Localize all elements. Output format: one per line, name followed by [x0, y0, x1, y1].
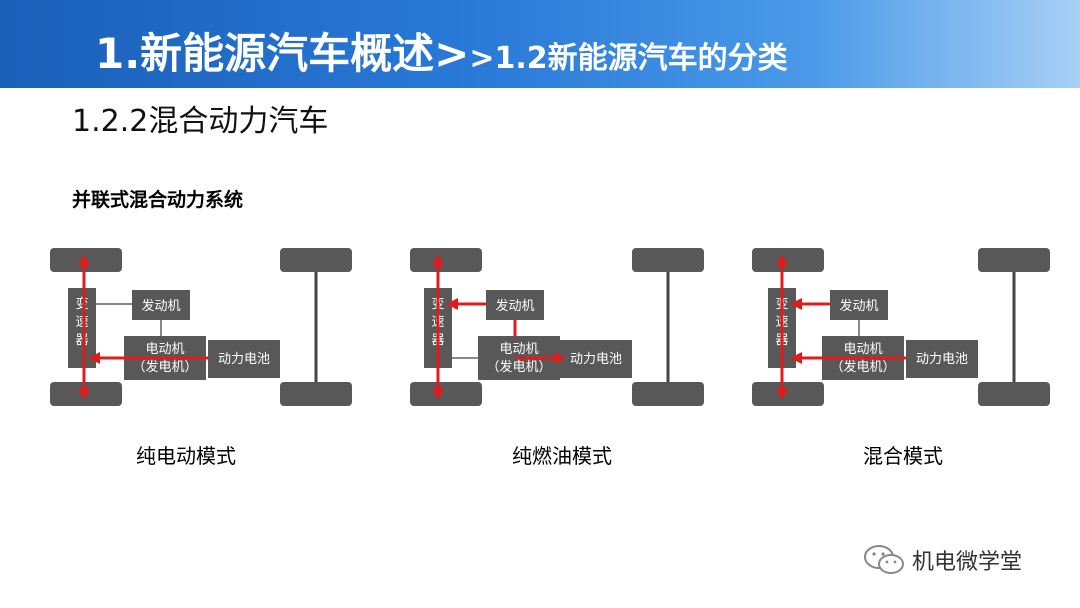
engine-label: 发动机: [141, 298, 180, 314]
arrowhead-left-battery: [790, 352, 802, 364]
diagram-pure-electric: 变 速 器 发动机 电动机 （发电机） 动力电池: [40, 232, 360, 422]
arrowhead-down: [776, 388, 788, 400]
title-main: 1.新能源汽车概述>: [95, 29, 470, 78]
engine-box: [132, 290, 190, 320]
motor-label-1: 电动机: [843, 342, 882, 357]
arrowhead-up: [776, 254, 788, 266]
diagram-hybrid: 变 速 器 发动机 电动机 （发电机） 动力电池: [742, 232, 1062, 422]
transmission-char-3: 器: [75, 333, 88, 348]
arrowhead-right: [554, 352, 566, 364]
engine-box: [486, 290, 544, 320]
engine-label: 发动机: [839, 298, 878, 314]
arrowhead-up: [78, 254, 90, 266]
transmission-char-2: 速: [75, 315, 88, 330]
wheel-front-right: [632, 248, 704, 272]
battery-label: 动力电池: [218, 352, 270, 367]
motor-label-2: （发电机）: [830, 359, 895, 375]
caption-pure-fuel: 纯燃油模式: [512, 444, 612, 468]
motor-label-2: （发电机）: [132, 359, 197, 375]
diagram-svg-pure-fuel: 变 速 器 发动机 电动机 （发电机） 动力电池: [410, 248, 704, 406]
header-banner: 1.新能源汽车概述>>1.2新能源汽车的分类: [0, 0, 1080, 88]
battery-label: 动力电池: [916, 352, 968, 367]
watermark: 机电微学堂: [862, 540, 1022, 580]
engine-label: 发动机: [495, 298, 534, 314]
wheel-rear-right: [280, 382, 352, 406]
transmission-box: [68, 288, 96, 368]
diagram-svg-hybrid: 变 速 器 发动机 电动机 （发电机） 动力电池: [752, 248, 1050, 406]
transmission-char-1: 变: [75, 296, 88, 312]
wheel-rear-right: [632, 382, 704, 406]
watermark-text: 机电微学堂: [912, 550, 1023, 575]
battery-box: [560, 340, 632, 378]
diagram-svg-pure-electric: 变 速 器 发动机 电动机 （发电机） 动力电池: [50, 248, 352, 406]
arrowhead-left-engine: [790, 298, 802, 310]
arrowhead-up: [432, 254, 444, 266]
wheel-front-right: [280, 248, 352, 272]
arrowhead-left: [446, 298, 458, 310]
wheel-rear-right: [978, 382, 1050, 406]
wheel-front-left: [752, 248, 824, 272]
battery-box: [906, 340, 978, 378]
motor-label-2: （发电机）: [486, 359, 551, 375]
title-sub: >1.2新能源汽车的分类: [469, 41, 788, 76]
battery-box: [208, 340, 280, 378]
arrowhead-left: [88, 352, 100, 364]
page-title: 1.新能源汽车概述>>1.2新能源汽车的分类: [95, 20, 788, 81]
subtitle: 1.2.2混合动力汽车: [72, 104, 329, 139]
arrowhead-down: [78, 388, 90, 400]
arrowhead-down: [432, 388, 444, 400]
section-title: 并联式混合动力系统: [72, 189, 244, 211]
caption-hybrid: 混合模式: [863, 444, 943, 468]
wheel-front-right: [978, 248, 1050, 272]
engine-box: [830, 290, 888, 320]
wheel-front-left: [410, 248, 482, 272]
motor-label-1: 电动机: [499, 342, 538, 357]
wheel-rear-left: [752, 382, 824, 406]
wechat-icon: [864, 545, 904, 574]
caption-pure-electric: 纯电动模式: [136, 444, 236, 468]
diagram-pure-fuel: 变 速 器 发动机 电动机 （发电机） 动力电池: [400, 232, 720, 422]
battery-label: 动力电池: [570, 352, 622, 367]
motor-label-1: 电动机: [145, 342, 184, 357]
wheel-rear-left: [410, 382, 482, 406]
